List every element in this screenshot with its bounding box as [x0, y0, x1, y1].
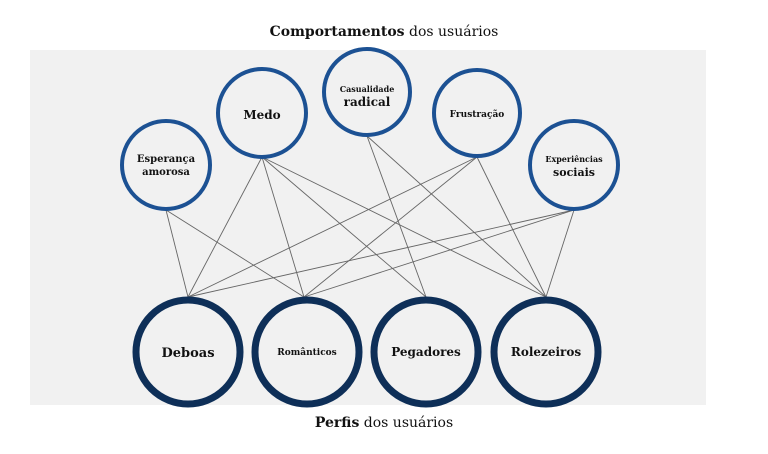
- profile-label: Pegadores: [391, 345, 461, 359]
- profiles-title: Perfis dos usuários: [0, 415, 768, 431]
- profiles-title-rest: dos usuários: [359, 415, 454, 431]
- behavior-node-esperanca: Esperança amorosa: [120, 119, 212, 211]
- profiles-title-bold: Perfis: [314, 415, 360, 431]
- behavior-circle: [322, 47, 412, 137]
- edge-casualidade-rolezeiros: [366, 135, 547, 298]
- profile-label: Rolezeiros: [511, 345, 582, 359]
- behavior-circle: [432, 68, 522, 158]
- behavior-label: Casualidade: [340, 84, 395, 94]
- behavior-label: Frustração: [450, 109, 505, 120]
- profile-label: Deboas: [161, 346, 214, 361]
- edge-esperanca-romanticos: [165, 209, 305, 298]
- behavior-circle: [120, 119, 212, 211]
- edge-medo-deboas: [187, 156, 263, 298]
- profile-node-pegadores: Pegadores: [370, 296, 482, 408]
- behavior-label-2: sociais: [553, 166, 595, 179]
- behavior-label: Medo: [243, 108, 280, 122]
- behavior-label-2: radical: [344, 95, 391, 109]
- behaviors-title-bold: Comportamentos: [269, 24, 405, 40]
- edge-medo-romanticos: [261, 156, 305, 298]
- behavior-node-experiencias: Experiências sociais: [528, 119, 620, 211]
- edge-medo-pegadores: [261, 156, 427, 298]
- profile-node-deboas: Deboas: [132, 296, 244, 408]
- profile-circle: [490, 296, 602, 408]
- edge-experiencias-deboas: [187, 209, 575, 298]
- edge-frustracao-romanticos: [303, 156, 478, 298]
- profile-circle: [132, 296, 244, 408]
- profile-circle: [251, 296, 363, 408]
- edge-frustracao-deboas: [187, 156, 478, 298]
- edge-experiencias-romanticos: [303, 209, 575, 298]
- edge-frustracao-rolezeiros: [476, 156, 547, 298]
- profile-node-rolezeiros: Rolezeiros: [490, 296, 602, 408]
- behavior-node-frustracao: Frustração: [432, 68, 522, 158]
- behavior-label: Esperança: [137, 154, 196, 165]
- behavior-label-2: amorosa: [142, 167, 190, 178]
- behaviors-title-rest: dos usuários: [404, 24, 499, 40]
- edge-medo-rolezeiros: [261, 156, 547, 298]
- profile-label: Românticos: [277, 347, 337, 358]
- behavior-label: Experiências: [545, 154, 603, 164]
- profile-circle: [370, 296, 482, 408]
- edges: [165, 135, 575, 298]
- behavior-circle: [216, 67, 308, 159]
- edge-experiencias-rolezeiros: [545, 209, 575, 298]
- behavior-circle: [528, 119, 620, 211]
- edge-casualidade-pegadores: [366, 135, 427, 298]
- behavior-node-medo: Medo: [216, 67, 308, 159]
- behaviors-title: Comportamentos dos usuários: [0, 24, 768, 40]
- profile-node-romanticos: Românticos: [251, 296, 363, 408]
- behavior-node-casualidade: Casualidade radical: [322, 47, 412, 137]
- edge-esperanca-deboas: [165, 209, 189, 298]
